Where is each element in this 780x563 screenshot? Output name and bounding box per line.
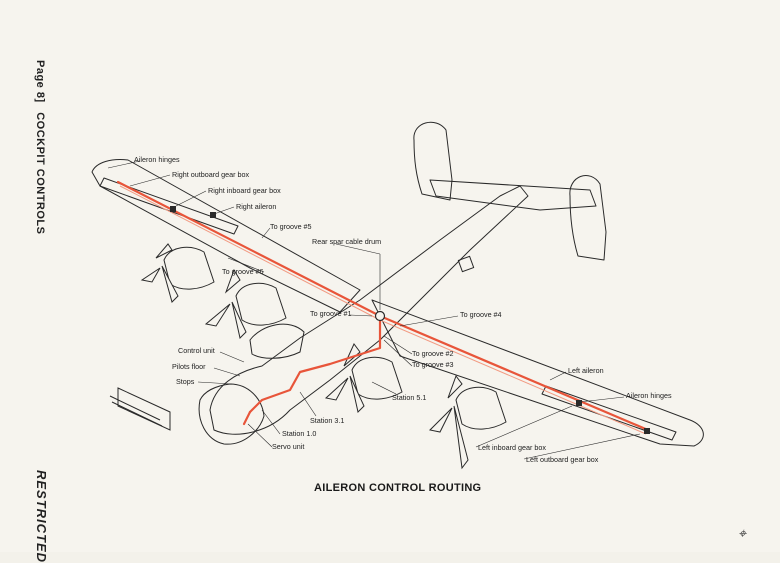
- right-inboard-gear-box-marker: [210, 212, 216, 218]
- label-to-groove-6: To groove #6: [222, 267, 264, 276]
- engine-nacelle-3: [351, 356, 403, 400]
- engine-nacelle-1: [163, 246, 215, 290]
- label-to-groove-1: To groove #1: [310, 309, 352, 318]
- label-right-outboard-gear-box: Right outboard gear box: [172, 170, 250, 179]
- right-outboard-gear-box-marker: [170, 206, 176, 212]
- engine-nacelle-4: [455, 386, 507, 430]
- nose-turret: [198, 383, 265, 445]
- propeller-3: [324, 343, 365, 413]
- label-pilots-floor: Pilots floor: [172, 362, 206, 371]
- figure-caption: AILERON CONTROL ROUTING: [314, 482, 482, 494]
- aircraft-outline: [91, 121, 704, 447]
- label-right-inboard-gear-box: Right inboard gear box: [208, 186, 281, 195]
- label-station-5-1: Station 5.1: [392, 393, 426, 402]
- label-station-3-1: Station 3.1: [310, 416, 344, 425]
- fuselage: [209, 185, 529, 435]
- right-wing: [91, 159, 361, 313]
- label-rear-spar-cable-drum: Rear spar cable drum: [312, 237, 381, 246]
- vertical-fin-left: [569, 174, 607, 261]
- horizontal-stabilizer: [429, 179, 597, 211]
- cockpit-canopy: [249, 323, 305, 359]
- cable-fuselage: [248, 314, 382, 414]
- label-left-inboard-gear-box: Left inboard gear box: [478, 443, 546, 452]
- label-left-outboard-gear-box: Left outboard gear box: [526, 455, 599, 464]
- label-left-aileron: Left aileron: [568, 366, 604, 375]
- label-to-groove-4: To groove #4: [460, 310, 502, 319]
- fuselage-window: [457, 255, 475, 273]
- label-control-unit: Control unit: [178, 346, 215, 355]
- propellers: [140, 243, 469, 470]
- cable-strand-left: [379, 319, 647, 435]
- label-aileron-hinges-right: Aileron hinges: [134, 155, 180, 164]
- loose-linkage-parts: [109, 387, 171, 431]
- label-to-groove-5: To groove #5: [270, 222, 312, 231]
- rear-spar-cable-drum: [374, 310, 386, 322]
- propeller-4: [428, 374, 469, 470]
- label-station-1-0: Station 1.0: [282, 429, 316, 438]
- aileron-cable: [116, 180, 650, 432]
- label-right-aileron: Right aileron: [236, 202, 276, 211]
- leader-lines: [107, 160, 641, 460]
- vertical-fin-right: [413, 121, 453, 201]
- propeller-1: [140, 243, 179, 303]
- label-to-groove-2: To groove #2: [412, 349, 454, 358]
- cable-strand-right: [119, 185, 381, 321]
- cable-second-strand: [119, 185, 647, 435]
- label-servo-unit: Servo unit: [272, 442, 304, 451]
- label-to-groove-3: To groove #3: [412, 360, 454, 369]
- left-inboard-gear-box-marker: [576, 400, 582, 406]
- left-wing: [371, 299, 704, 447]
- left-outboard-gear-box-marker: [644, 428, 650, 434]
- label-stops: Stops: [176, 377, 195, 386]
- linkage-rods: [109, 395, 163, 427]
- cable-right-wing: [116, 180, 382, 318]
- library-stamp-mark: ⌖: [738, 527, 746, 542]
- left-aileron-outline: [541, 385, 677, 441]
- engine-nacelle-2: [235, 282, 287, 326]
- right-aileron-outline: [99, 177, 239, 235]
- cable-servo: [242, 410, 252, 426]
- cable-left-wing: [378, 314, 650, 432]
- propeller-2: [204, 268, 247, 339]
- label-aileron-hinges-left: Aileron hinges: [626, 391, 672, 400]
